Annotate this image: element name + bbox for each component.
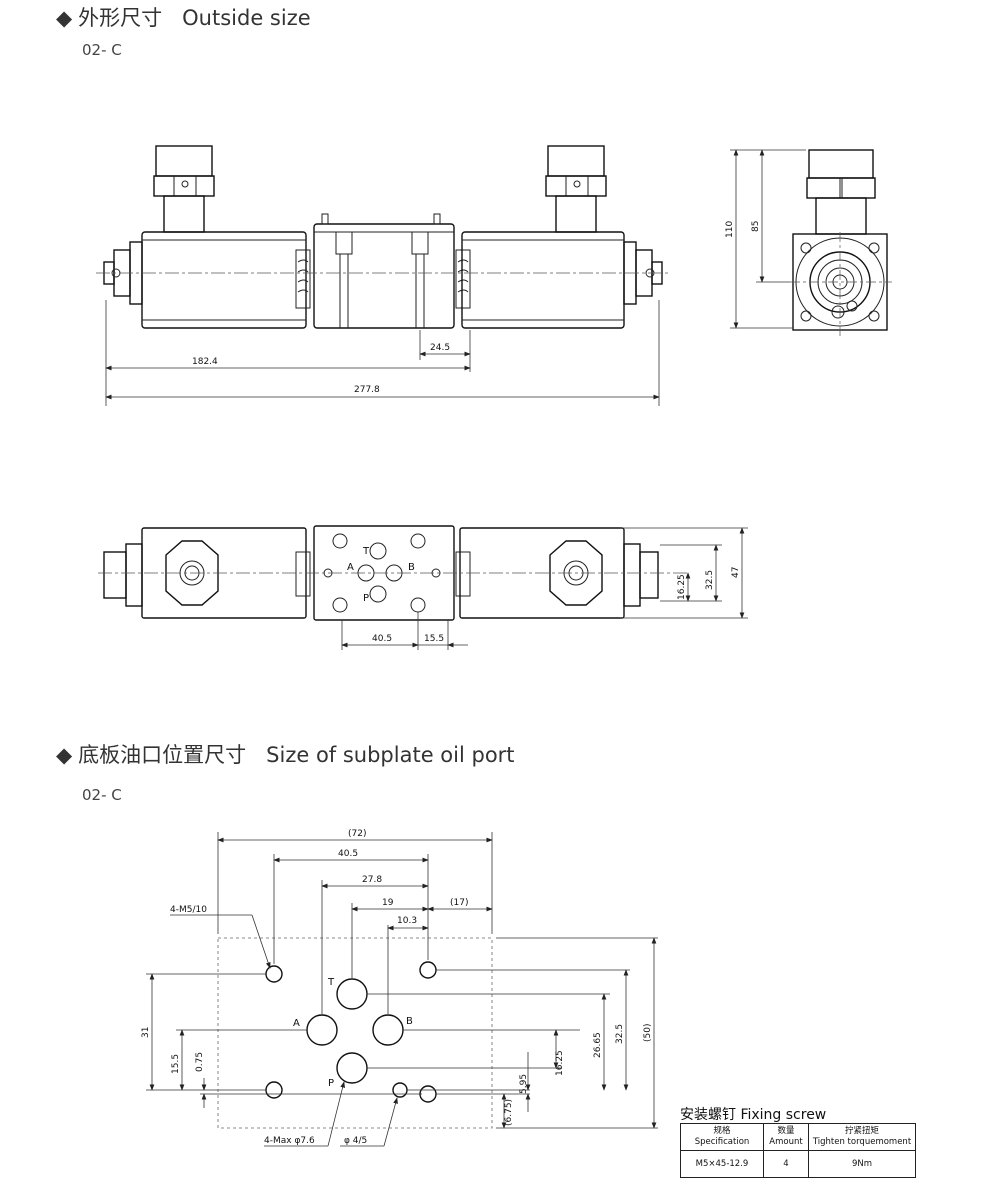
fixing-screw-caption: 安装螺钉 Fixing screw — [680, 1107, 827, 1123]
dim-182-4: 182.4 — [192, 357, 218, 367]
dim-277-8: 277.8 — [354, 385, 380, 395]
dim-32-5: 32.5 — [705, 570, 715, 590]
subplate-dim-15-5: 15.5 — [171, 1054, 181, 1074]
heading-zh: 外形尺寸 — [78, 6, 163, 30]
section-heading-outside-size: ◆外形尺寸 Outside size — [56, 2, 311, 32]
header-en: Tighten torquemoment — [812, 1137, 912, 1147]
dim-15-5: 15.5 — [424, 634, 444, 644]
heading-en: Size of subplate oil port — [266, 743, 515, 767]
heading-en: Outside size — [182, 6, 311, 30]
heading-zh: 底板油口位置尺寸 — [78, 743, 247, 767]
header-en: Amount — [769, 1137, 803, 1147]
subplate-dim-5-95: 5.95 — [519, 1074, 529, 1094]
port-label-a: A — [347, 562, 354, 573]
subplate-drawing: T A B P (72) 40.5 27.8 19 (17) 10.3 4-M5… — [141, 829, 658, 1147]
dim-16-25: 16.25 — [677, 574, 687, 600]
port-label-b: B — [408, 562, 415, 573]
dim-47: 47 — [731, 567, 741, 578]
front-view: 24.5 182.4 277.8 — [96, 145, 670, 406]
header-en: Specification — [694, 1137, 750, 1147]
top-view: T A B P 40.5 15.5 16.25 32.5 47 — [98, 525, 748, 650]
dim-85: 85 — [751, 221, 761, 232]
subplate-thread-label: 4-M5/10 — [170, 905, 207, 915]
subplate-dim-16-25: 16.25 — [555, 1050, 565, 1076]
subplate-dim-72: (72) — [348, 829, 366, 839]
model-label: 02- C — [82, 786, 122, 804]
model-label: 02- C — [82, 41, 122, 59]
subplate-dim-31: 31 — [141, 1027, 151, 1038]
diamond-bullet-icon: ◆ — [56, 6, 73, 30]
cell-specification: M5×45-12.9 — [680, 1150, 764, 1178]
subplate-dim-27-8: 27.8 — [362, 875, 382, 885]
port-label-p: P — [363, 593, 369, 604]
subplate-port-a: A — [293, 1018, 300, 1029]
subplate-port-t: T — [327, 977, 335, 988]
dim-40-5: 40.5 — [372, 634, 392, 644]
header-zh: 拧紧扭矩 — [844, 1126, 879, 1136]
cell-torque: 9Nm — [808, 1150, 916, 1178]
subplate-dim-6-75: (6.75) — [504, 1099, 514, 1126]
port-label-t: T — [362, 546, 370, 557]
header-zh: 数量 — [777, 1126, 795, 1136]
subplate-dim-19: 19 — [382, 898, 394, 908]
table-row: M5×45-12.9 4 9Nm — [680, 1150, 916, 1178]
subplate-dim-32-5: 32.5 — [615, 1024, 625, 1044]
diamond-bullet-icon: ◆ — [56, 743, 73, 767]
subplate-max-hole-label: 4-Max φ7.6 — [264, 1136, 315, 1146]
subplate-port-p: P — [328, 1078, 334, 1089]
subplate-dim-10-3: 10.3 — [397, 916, 417, 926]
subplate-pin-hole-label: φ 4/5 — [344, 1136, 367, 1146]
cell-amount: 4 — [763, 1150, 809, 1178]
side-view: 110 85 — [725, 149, 892, 336]
section-heading-subplate: ◆底板油口位置尺寸 Size of subplate oil port — [56, 739, 515, 769]
subplate-dim-50: (50) — [643, 1024, 653, 1042]
subplate-dim-26-65: 26.65 — [593, 1032, 603, 1058]
subplate-dim-17: (17) — [450, 898, 468, 908]
subplate-port-b: B — [406, 1016, 413, 1027]
subplate-dim-0-75: 0.75 — [195, 1052, 205, 1072]
dim-110: 110 — [725, 221, 735, 238]
header-zh: 规格 — [713, 1126, 731, 1136]
subplate-dim-40-5: 40.5 — [338, 849, 358, 859]
dim-24-5: 24.5 — [430, 343, 450, 353]
